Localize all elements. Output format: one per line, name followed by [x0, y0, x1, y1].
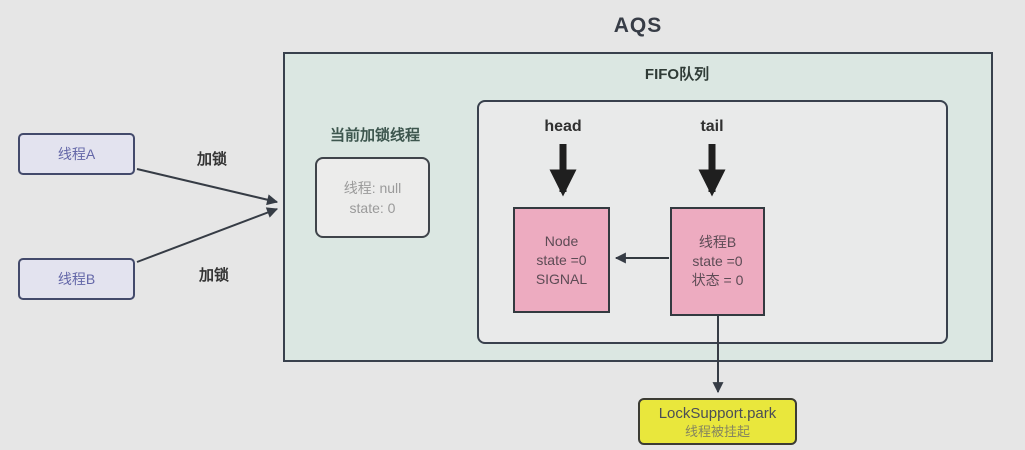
fifo-queue-label: FIFO队列 — [644, 66, 710, 83]
park-line1: LockSupport.park — [658, 404, 777, 422]
current-state-value: state: 0 — [349, 199, 396, 216]
diagram-title: AQS — [613, 14, 663, 37]
tail-node-line3: 状态 = 0 — [691, 272, 744, 288]
tail-node-line1: 线程B — [698, 234, 737, 250]
tail-node-box: 线程B state =0 状态 = 0 — [670, 207, 765, 316]
lock-arrow-b — [136, 207, 279, 263]
thread-b-box: 线程B — [18, 258, 135, 300]
current-lock-thread-heading: 当前加锁线程 — [329, 127, 420, 144]
lock-edge-label-a: 加锁 — [196, 151, 227, 168]
head-node-box: Node state =0 SIGNAL — [513, 207, 610, 313]
head-pointer-label: head — [544, 118, 582, 135]
current-thread-value: 线程: null — [343, 179, 402, 196]
thread-b-label: 线程B — [57, 271, 96, 287]
current-lock-state-box: 线程: null state: 0 — [315, 157, 430, 238]
tail-node-line2: state =0 — [692, 253, 743, 269]
head-node-line1: Node — [544, 232, 579, 249]
locksupport-park-box: LockSupport.park 线程被挂起 — [638, 398, 797, 445]
thread-a-label: 线程A — [57, 146, 96, 162]
tail-pointer-label: tail — [700, 118, 724, 135]
park-line2: 线程被挂起 — [684, 423, 750, 439]
head-node-line3: SIGNAL — [535, 270, 588, 287]
thread-a-box: 线程A — [18, 133, 135, 175]
lock-edge-label-b: 加锁 — [198, 267, 229, 284]
head-node-line2: state =0 — [536, 251, 587, 268]
lock-arrow-a — [136, 168, 279, 206]
